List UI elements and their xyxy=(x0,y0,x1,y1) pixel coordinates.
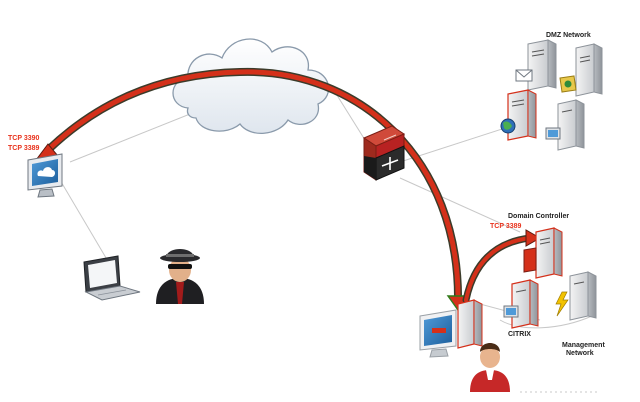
monitor-cloud-icon xyxy=(27,153,63,198)
citrix-label: CITRIX xyxy=(508,331,531,338)
tcp-3389-right-label: TCP 3389 xyxy=(490,223,521,230)
spy-attacker-icon xyxy=(156,249,204,304)
laptop-icon xyxy=(83,255,141,301)
firewall-router-icon xyxy=(362,125,406,181)
tcp-3389-left-label: TCP 3389 xyxy=(8,145,39,152)
lightning-icon xyxy=(555,291,569,317)
monitor-icon xyxy=(545,127,561,140)
desktop-workstation-icon xyxy=(419,299,483,358)
mail-envelope-icon xyxy=(515,69,533,82)
server-icon xyxy=(575,43,603,97)
management-network-label-line2: Network xyxy=(566,350,594,357)
folder-icon xyxy=(559,75,577,93)
server-icon xyxy=(557,99,585,151)
domain-controller-server-icon xyxy=(535,227,563,279)
tcp-3390-label: TCP 3390 xyxy=(8,135,39,142)
domain-controller-label: Domain Controller xyxy=(508,213,569,220)
citrix-server-icon xyxy=(503,279,539,329)
server-icon xyxy=(507,89,537,141)
management-network-label-line1: Management xyxy=(562,342,605,349)
book-directory-icon xyxy=(523,247,537,273)
dmz-network-label: DMZ Network xyxy=(546,32,591,39)
user-icon xyxy=(470,343,510,392)
globe-icon xyxy=(500,118,516,134)
cloud-icon xyxy=(172,38,330,135)
server-icon xyxy=(569,271,597,321)
rdp-dc-arrow xyxy=(462,229,542,304)
server-icon xyxy=(527,39,557,91)
